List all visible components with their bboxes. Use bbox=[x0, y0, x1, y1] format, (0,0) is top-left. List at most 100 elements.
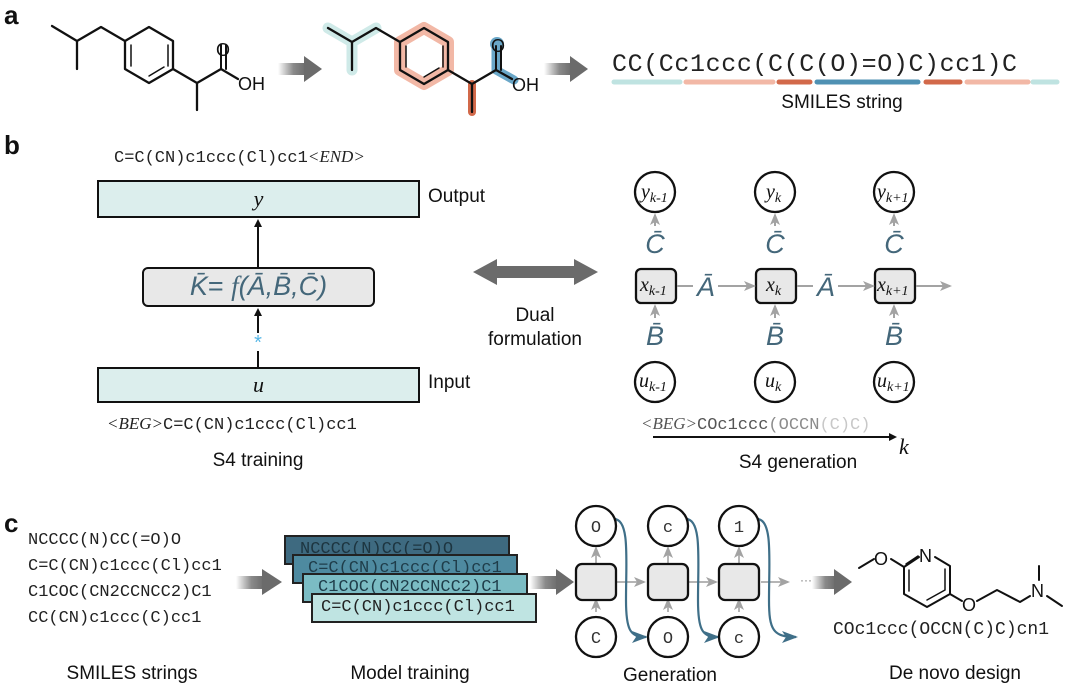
panel-label-a: a bbox=[4, 0, 19, 30]
gen-input-token-3: c bbox=[734, 630, 744, 649]
feedback-curve-2 bbox=[685, 517, 720, 643]
gen-input-node-1 bbox=[574, 615, 618, 659]
output-var: y bbox=[253, 186, 264, 211]
state-node-label-2: xk bbox=[765, 274, 782, 299]
gen-input-node-3 bbox=[717, 615, 761, 659]
stage-arrow-1 bbox=[236, 569, 282, 595]
recurrent-column-1 bbox=[633, 170, 678, 404]
generation-ellipsis: ··· bbox=[800, 573, 812, 587]
gen-output-node-2 bbox=[646, 504, 690, 548]
feedback-curve-1 bbox=[613, 517, 648, 643]
gen-state-box-3 bbox=[717, 562, 761, 602]
input-node-k-plus-1 bbox=[872, 360, 916, 404]
gen-smiles-mid: (OCCN bbox=[768, 416, 820, 435]
process-arrow-2 bbox=[544, 56, 588, 82]
gen-input-node-2 bbox=[646, 615, 690, 659]
convolution-star-icon: * bbox=[254, 332, 262, 354]
designed-atom-n-amine: N bbox=[1031, 581, 1044, 601]
input-smiles-text: C=C(CN)c1ccc(Cl)cc1 bbox=[163, 416, 357, 435]
time-axis-label: k bbox=[899, 434, 910, 459]
atom-label-o-2: O bbox=[491, 36, 505, 56]
gen-output-token-2: c bbox=[663, 519, 673, 538]
state-node-k-plus-1 bbox=[873, 267, 917, 305]
de-novo-design-caption: De novo design bbox=[888, 663, 1022, 684]
a-bar-label-1: Ā bbox=[695, 272, 715, 302]
feedback-curve-3 bbox=[756, 517, 798, 643]
atom-label-oh-2: OH bbox=[512, 75, 539, 95]
state-node-k-minus-1 bbox=[634, 267, 678, 305]
atom-label-o: O bbox=[216, 40, 230, 60]
panel-label-c: c bbox=[4, 508, 19, 538]
kernel-args: (Ā,B̄,C̄) bbox=[238, 271, 328, 301]
state-node-label-1: xk-1 bbox=[639, 274, 667, 299]
state-node-label-3: xk+1 bbox=[876, 274, 909, 299]
input-node-k-minus-1 bbox=[633, 360, 677, 404]
smiles-list-item: C=C(CN)c1ccc(Cl)cc1 bbox=[28, 557, 222, 576]
designed-atom-o2: O bbox=[962, 595, 976, 615]
gen-output-token-1: O bbox=[591, 519, 601, 538]
s4-generation-caption: S4 generation bbox=[738, 452, 858, 473]
b-bar-label-3: B̄ bbox=[885, 321, 903, 351]
atom-label-oh: OH bbox=[238, 74, 265, 94]
input-node-label-1: uk-1 bbox=[639, 370, 667, 395]
smiles-string-caption: SMILES string bbox=[781, 92, 903, 113]
output-node-label-1: yk-1 bbox=[639, 181, 668, 206]
kernel-f: f bbox=[231, 271, 239, 301]
ibuprofen-highlighted bbox=[322, 22, 519, 116]
gen-beg-token: <BEG> bbox=[641, 414, 697, 433]
input-node-label-3: uk+1 bbox=[877, 370, 910, 395]
gen-smiles-dark: COc1ccc bbox=[697, 416, 769, 435]
state-node-k bbox=[754, 267, 798, 305]
recurrent-column-2 bbox=[753, 170, 798, 404]
designed-atom-o1: O bbox=[874, 549, 888, 569]
output-smiles: C=C(CN)c1ccc(Cl)cc1<END> bbox=[114, 147, 365, 168]
training-card-text: C1COC(CN2CCNCC2)C1 bbox=[318, 578, 502, 597]
end-token: <END> bbox=[307, 147, 365, 166]
training-card-4: C=C(CN)c1ccc(Cl)cc1 bbox=[311, 593, 537, 623]
designed-molecule bbox=[858, 555, 1063, 608]
smiles-list-item: NCCCC(N)CC(=O)O bbox=[28, 531, 182, 550]
dual-formulation-arrow-icon bbox=[473, 259, 598, 285]
gen-smiles-light: (C)C) bbox=[819, 416, 871, 435]
dual-label-line1: Dual bbox=[515, 305, 555, 326]
gen-output-token-3: 1 bbox=[734, 519, 744, 538]
b-bar-label-1: B̄ bbox=[646, 321, 664, 351]
gen-output-node-3 bbox=[717, 504, 761, 548]
c-bar-label-3: C̄ bbox=[884, 229, 904, 259]
input-node-label-2: uk bbox=[765, 370, 782, 395]
input-smiles: <BEG>C=C(CN)c1ccc(Cl)cc1 bbox=[107, 414, 357, 435]
input-var: u bbox=[253, 372, 264, 397]
gen-input-token-2: O bbox=[663, 630, 673, 649]
output-node-k bbox=[753, 170, 797, 214]
output-node-k-minus-1 bbox=[633, 170, 677, 214]
dual-label-line2: formulation bbox=[488, 329, 582, 350]
c-bar-label-2: C̄ bbox=[765, 229, 785, 259]
smiles-list: NCCCC(N)CC(=O)O C=C(CN)c1ccc(Cl)cc1 C1CO… bbox=[28, 528, 222, 632]
a-bar-label-2: Ā bbox=[815, 272, 835, 302]
kernel-lhs: K̄ bbox=[189, 271, 208, 301]
recurrent-column-3 bbox=[872, 170, 917, 404]
recurrent-graph bbox=[633, 170, 952, 404]
beg-token: <BEG> bbox=[107, 414, 163, 433]
designed-atom-n-ring: N bbox=[919, 546, 932, 566]
kernel-eq: = bbox=[207, 271, 232, 301]
smiles-list-item: CC(CN)c1ccc(C)cc1 bbox=[28, 609, 202, 628]
dual-formulation-label: Dual formulation bbox=[488, 304, 582, 352]
generation-smiles: <BEG>COc1ccc(OCCN(C)C) bbox=[641, 414, 870, 435]
output-box: y bbox=[97, 180, 420, 218]
training-card-text: C=C(CN)c1ccc(Cl)cc1 bbox=[321, 598, 515, 617]
b-bar-label-2: B̄ bbox=[766, 321, 784, 351]
designed-smiles: COc1ccc(OCCN(C)C)cn1 bbox=[833, 620, 1050, 640]
output-smiles-text: C=C(CN)c1ccc(Cl)cc1 bbox=[114, 149, 308, 168]
output-node-label-3: yk+1 bbox=[875, 181, 909, 206]
model-training-caption: Model training bbox=[350, 663, 470, 684]
gen-state-box-2 bbox=[646, 562, 690, 602]
kernel-formula: K̄= f(Ā,B̄,C̄) bbox=[144, 271, 373, 302]
gen-output-node-1 bbox=[574, 504, 618, 548]
input-node-k bbox=[753, 360, 797, 404]
input-box: u bbox=[97, 367, 420, 403]
gen-input-token-1: C bbox=[591, 630, 601, 649]
s4-training-caption: S4 training bbox=[212, 450, 304, 471]
